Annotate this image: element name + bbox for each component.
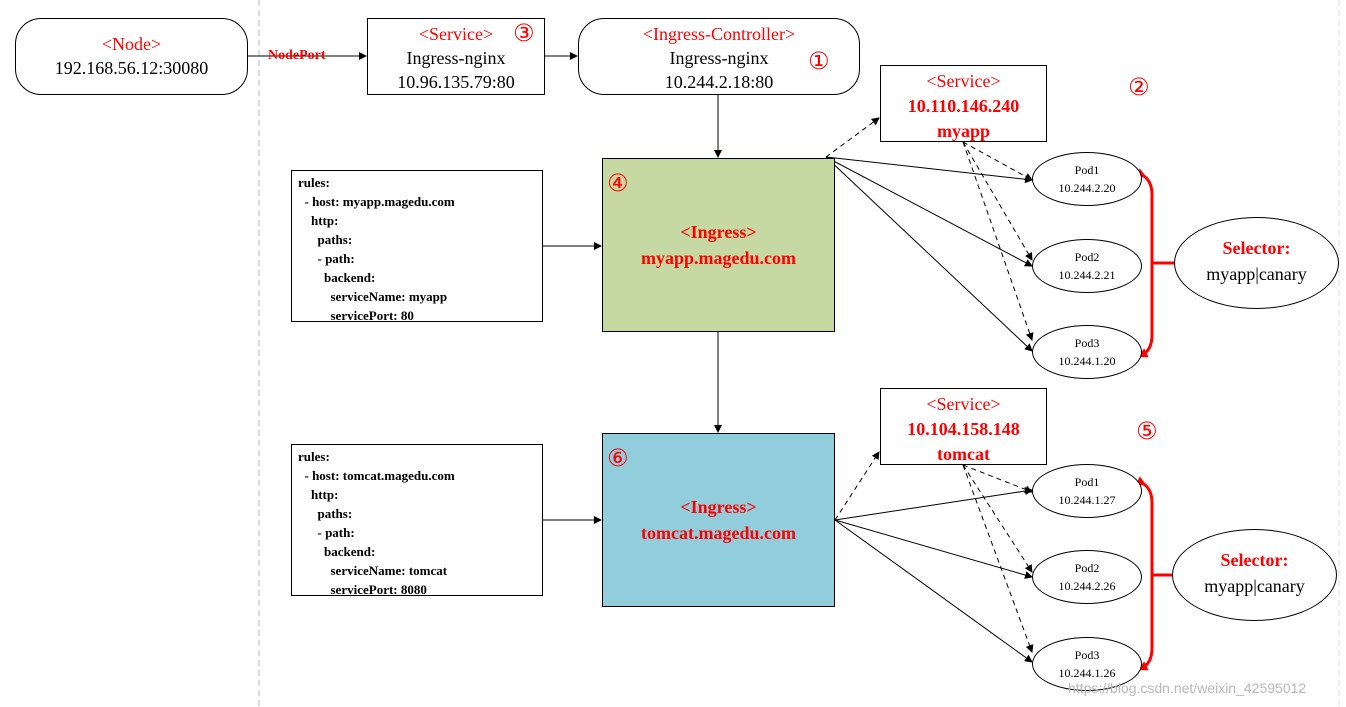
pod-ip: 10.244.2.20 [1058, 181, 1116, 195]
pod-ip: 10.244.2.26 [1058, 579, 1116, 593]
ingress-tomcat-host: tomcat.magedu.com [641, 523, 796, 543]
pod-tomcat-2[interactable]: Pod2 10.244.2.26 [1032, 550, 1142, 604]
ingress-rules-myapp: rules: - host: myapp.magedu.com http: pa… [291, 170, 543, 323]
ingress-myapp-host: myapp.magedu.com [640, 248, 796, 268]
pod-ip: 10.244.1.27 [1058, 493, 1116, 507]
selector-myapp[interactable]: Selector: myapp|canary [1174, 217, 1339, 309]
step-number-3: ③ [513, 19, 535, 47]
service-nginx-address: 10.96.135.79:80 [397, 72, 515, 92]
service-myapp-box[interactable]: <Service> 10.110.146.240 myapp [880, 65, 1047, 142]
ingress-controller-title: <Ingress-Controller> [642, 24, 796, 44]
edge-service-myapp-to-pod1 [962, 141, 1033, 181]
edge-service-myapp-to-pod3 [962, 141, 1034, 341]
node-title: <Node> [101, 34, 162, 54]
nodeport-label: NodePort [268, 48, 326, 63]
service-ingress-nginx-box[interactable]: <Service> Ingress-nginx 10.96.135.79:80 [367, 18, 545, 95]
node-address: 192.168.56.12:30080 [54, 58, 209, 78]
selector-value: myapp|canary [1206, 264, 1307, 284]
ingress-rules-tomcat: rules: - host: tomcat.magedu.com http: p… [291, 444, 543, 597]
ingress-controller-address: 10.244.2.18:80 [664, 72, 774, 92]
pod-myapp-2[interactable]: Pod2 10.244.2.21 [1032, 239, 1142, 293]
edge-ingress-myapp-to-pod1 [825, 156, 1033, 184]
node-box[interactable]: <Node> 192.168.56.12:30080 [15, 18, 248, 95]
pod-ip: 10.244.1.20 [1058, 354, 1116, 368]
selector-bracket-myapp [1135, 168, 1154, 358]
pod-name: Pod1 [1074, 475, 1100, 489]
ingress-controller-name: Ingress-nginx [669, 48, 769, 68]
edge-ingress-tomcat-to-pod1 [834, 487, 1033, 521]
ingress-myapp-box[interactable]: <Ingress> myapp.magedu.com [602, 158, 835, 332]
service-tomcat-title: <Service> [926, 394, 1001, 414]
step-number-5: ⑤ [1136, 417, 1158, 445]
ingress-tomcat-title: <Ingress> [680, 497, 757, 517]
selector-tomcat[interactable]: Selector: myapp|canary [1172, 529, 1337, 621]
pod-name: Pod2 [1074, 250, 1100, 264]
pod-tomcat-1[interactable]: Pod1 10.244.1.27 [1032, 464, 1142, 518]
service-nginx-name: Ingress-nginx [406, 48, 506, 68]
edge-service-tomcat-to-pod2 [962, 464, 1033, 573]
selector-title: Selector: [1222, 238, 1291, 258]
edge-ingress-tomcat-to-pod2 [834, 519, 1033, 579]
pod-name: Pod3 [1074, 336, 1100, 350]
service-myapp-name: myapp [936, 121, 990, 141]
ingress-controller-box[interactable]: <Ingress-Controller> Ingress-nginx 10.24… [578, 18, 860, 95]
selector-value: myapp|canary [1204, 576, 1305, 596]
pod-name: Pod1 [1074, 163, 1100, 177]
selector-bracket-tomcat [1135, 476, 1154, 671]
edge-service-myapp-to-pod2 [962, 141, 1033, 261]
service-tomcat-name: tomcat [937, 444, 990, 464]
pod-ip: 10.244.1.26 [1058, 666, 1116, 680]
edge-ingress-myapp-to-pod3 [825, 156, 1033, 352]
service-tomcat-ip: 10.104.158.148 [907, 419, 1020, 439]
pod-ip: 10.244.2.21 [1058, 268, 1116, 282]
service-myapp-ip: 10.110.146.240 [907, 96, 1020, 116]
service-nginx-title: <Service> [418, 24, 494, 44]
selector-title: Selector: [1220, 550, 1289, 570]
edge-ingress-tomcat-to-pod3 [834, 519, 1033, 663]
service-tomcat-box[interactable]: <Service> 10.104.158.148 tomcat [880, 388, 1047, 465]
pod-myapp-1[interactable]: Pod1 10.244.2.20 [1032, 152, 1142, 206]
ingress-myapp-title: <Ingress> [680, 222, 757, 242]
ingress-tomcat-box[interactable]: <Ingress> tomcat.magedu.com [602, 433, 835, 607]
service-myapp-title: <Service> [926, 71, 1001, 91]
edge-service-tomcat-to-pod1 [962, 464, 1033, 494]
pod-name: Pod3 [1074, 648, 1100, 662]
edge-ingress-tomcat-to-service [834, 451, 880, 521]
pod-name: Pod2 [1074, 561, 1100, 575]
pod-tomcat-3[interactable]: Pod3 10.244.1.26 [1032, 637, 1142, 691]
watermark: https://blog.csdn.net/weixin_42595012 [1068, 680, 1307, 696]
step-number-4: ④ [607, 169, 629, 197]
step-number-6: ⑥ [607, 444, 629, 472]
step-number-1: ① [808, 47, 830, 75]
step-number-2: ② [1128, 73, 1150, 101]
edge-service-tomcat-to-pod3 [962, 464, 1034, 653]
pod-myapp-3[interactable]: Pod3 10.244.1.20 [1032, 325, 1142, 379]
edge-ingress-myapp-to-service [825, 117, 880, 158]
edge-ingress-myapp-to-pod2 [825, 156, 1033, 267]
